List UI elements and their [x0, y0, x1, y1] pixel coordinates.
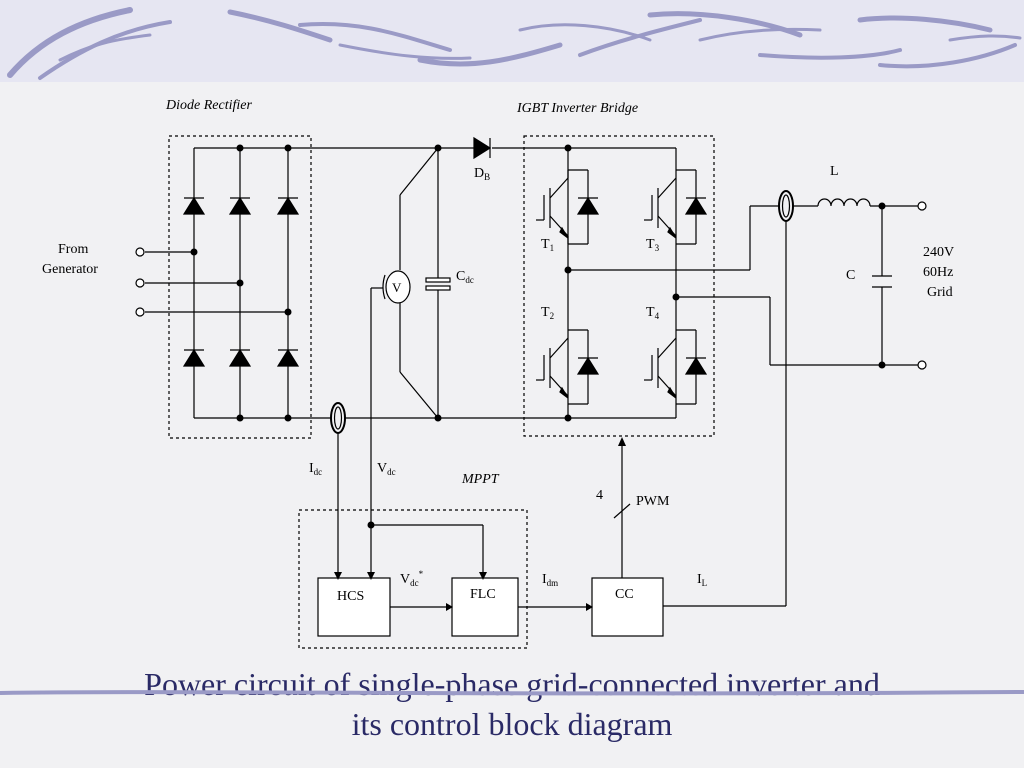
db-label: D — [474, 166, 484, 181]
inductor-label: L — [830, 164, 839, 179]
bottom-brush-rule — [0, 690, 1024, 696]
flc-block — [451, 577, 519, 637]
vdc-ref-label: V — [400, 572, 410, 587]
grid-voltage-label: 240V — [923, 245, 954, 260]
vdc-label: V — [377, 461, 387, 476]
svg-text:T4: T4 — [646, 305, 660, 321]
cdc-label: C — [456, 269, 465, 284]
svg-text:T1: T1 — [541, 237, 554, 253]
t2-label: T — [541, 305, 550, 320]
db-subscript: B — [484, 172, 490, 182]
voltmeter-label: V — [392, 280, 402, 295]
cc-label: CC — [615, 587, 634, 602]
grid-label: Grid — [927, 285, 953, 300]
generator-label: Generator — [42, 262, 98, 277]
cc-block — [591, 577, 664, 637]
inverter-box — [523, 135, 715, 437]
svg-text:IL: IL — [697, 572, 707, 588]
svg-text:DB: DB — [474, 166, 490, 182]
diode-rectifier-label: Diode Rectifier — [165, 98, 252, 113]
header-decoration — [0, 0, 1024, 82]
capacitor-label: C — [846, 268, 855, 283]
hcs-block — [317, 577, 391, 637]
mppt-label: MPPT — [461, 472, 500, 487]
il-label: I — [697, 572, 702, 587]
t1-label: T — [541, 237, 550, 252]
svg-text:T3: T3 — [646, 237, 660, 253]
idc-label: I — [309, 461, 314, 476]
svg-text:Vdc*: Vdc* — [400, 569, 424, 588]
caption-line-1: Power circuit of single-phase grid-conne… — [144, 666, 880, 702]
svg-text:T2: T2 — [541, 305, 554, 321]
svg-text:Idc: Idc — [309, 461, 322, 477]
idm-label: I — [542, 572, 547, 587]
voltmeter — [385, 270, 411, 304]
hcs-label: HCS — [337, 589, 364, 604]
brush-stroke-decoration — [7, 7, 1022, 80]
svg-text:Vdc: Vdc — [377, 461, 396, 477]
cdc-subscript: dc — [465, 275, 474, 285]
grid-frequency-label: 60Hz — [923, 265, 953, 280]
igbt-bridge-label: IGBT Inverter Bridge — [516, 101, 638, 116]
svg-text:Cdc: Cdc — [456, 269, 474, 285]
t3-label: T — [646, 237, 655, 252]
caption-line-2: its control block diagram — [351, 706, 673, 742]
t4-label: T — [646, 305, 655, 320]
flc-label: FLC — [470, 587, 496, 602]
svg-text:Idm: Idm — [542, 572, 558, 588]
pwm-count-label: 4 — [596, 488, 603, 503]
from-label: From — [58, 242, 88, 257]
mppt-box — [298, 509, 528, 649]
pwm-label: PWM — [636, 494, 670, 509]
slide-caption: Power circuit of single-phase grid-conne… — [60, 664, 964, 744]
igbt-t2 — [536, 329, 589, 405]
